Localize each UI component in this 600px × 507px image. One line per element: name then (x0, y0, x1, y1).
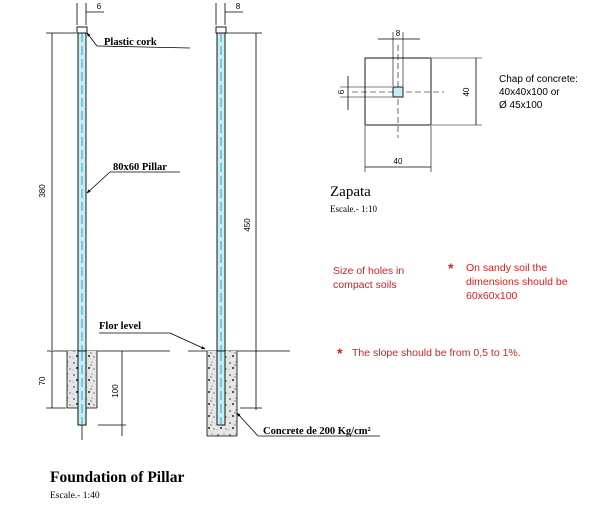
pillar-2-embedded (216, 350, 226, 426)
pillar-2-height-label: 450 (243, 218, 252, 232)
zapata-hole-v-label: 6 (337, 89, 346, 94)
zapata-hole (392, 86, 404, 98)
pillar-1-height-label: 380 (38, 184, 47, 198)
drawing-scale: Escale.- 1:40 (50, 491, 100, 501)
sandy-note-line-3: 60x60x100 (466, 290, 518, 302)
zapata-plan: 8 6 40 40 Chap of concrete: 40x40x100 or… (330, 29, 578, 214)
plastic-cork-label: Plastic cork (104, 37, 157, 48)
zapata-scale: Escale.- 1:10 (330, 204, 377, 214)
zapata-title: Zapata (330, 184, 371, 200)
slope-asterisk: * (337, 345, 343, 361)
pillar-1-group: 6 Plastic cork 80x60 Pillar 380 Flor lev… (38, 2, 206, 440)
cork-underline (96, 45, 191, 49)
holes-note-line-2: compact soils (333, 279, 397, 291)
zapata-side-label: 40 (394, 157, 403, 166)
pillar-leader (86, 171, 111, 194)
concrete-label: Concrete de 200 Kg/cm² (263, 426, 371, 437)
drawing-title: Foundation of Pillar (50, 469, 184, 486)
notes: Size of holes in compact soils * On sand… (333, 260, 568, 361)
pillar-2-width-label: 8 (236, 2, 241, 11)
footing-depth-label: 100 (111, 384, 120, 398)
floor-level-leader (169, 332, 206, 350)
pillar-1-embedded (77, 350, 87, 426)
sandy-asterisk: * (448, 260, 454, 276)
zapata-hole-label: 8 (396, 29, 401, 38)
pillar-2-group: 8 450 Concrete de 200 Kg/cm² (188, 2, 380, 437)
chap-line-3: Ø 45x100 (499, 100, 543, 111)
zapata-depth-label: 40 (462, 87, 471, 96)
slope-note: The slope should be from 0,5 to 1%. (352, 347, 521, 359)
embed-depth-label: 70 (38, 376, 47, 385)
pillar-1-cork (76, 26, 88, 34)
chap-line-1: Chap of concrete: (499, 74, 578, 85)
pillar-label: 80x60 Pillar (113, 162, 167, 173)
cork-leader (86, 32, 98, 47)
sandy-note-line-1: On sandy soil the (466, 262, 547, 274)
holes-note-line-1: Size of holes in (333, 265, 404, 277)
floor-level-label: Flor level (99, 321, 141, 332)
pillar-1-width-label: 6 (97, 2, 102, 11)
sandy-note-line-2: dimensions should be (466, 276, 568, 288)
pillar-2-cork (215, 26, 227, 34)
chap-line-2: 40x40x100 or (499, 87, 560, 98)
concrete-leader (236, 412, 259, 437)
